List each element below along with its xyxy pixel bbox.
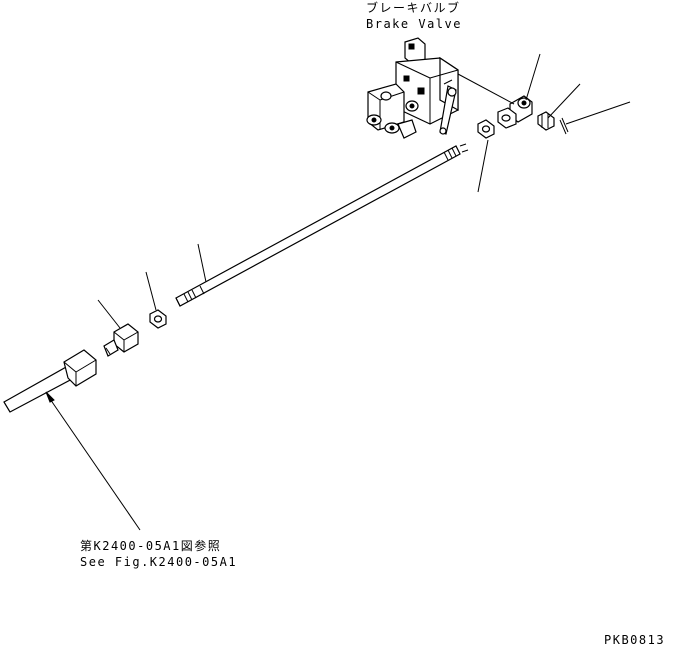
rod-nut: [149, 309, 167, 329]
leader-lines: [45, 53, 631, 531]
nut-near-clevis: [497, 107, 517, 129]
drawing-code: PKB0813: [604, 633, 666, 647]
see-fig-label-en: See Fig.K2400-05A1: [80, 555, 238, 569]
adapter-coupling: [103, 323, 139, 357]
cotter-pin: [559, 117, 569, 135]
connecting-cable: [3, 349, 97, 413]
brake-valve-label-en: Brake Valve: [366, 17, 462, 31]
brake-valve-assembly: [366, 37, 459, 139]
brake-valve-label-jp: ブレーキバルブ: [366, 1, 461, 15]
small-nut: [477, 119, 495, 139]
brake-rod: [175, 143, 469, 307]
see-fig-label-jp: 第K2400-05A1図参照: [80, 539, 222, 553]
